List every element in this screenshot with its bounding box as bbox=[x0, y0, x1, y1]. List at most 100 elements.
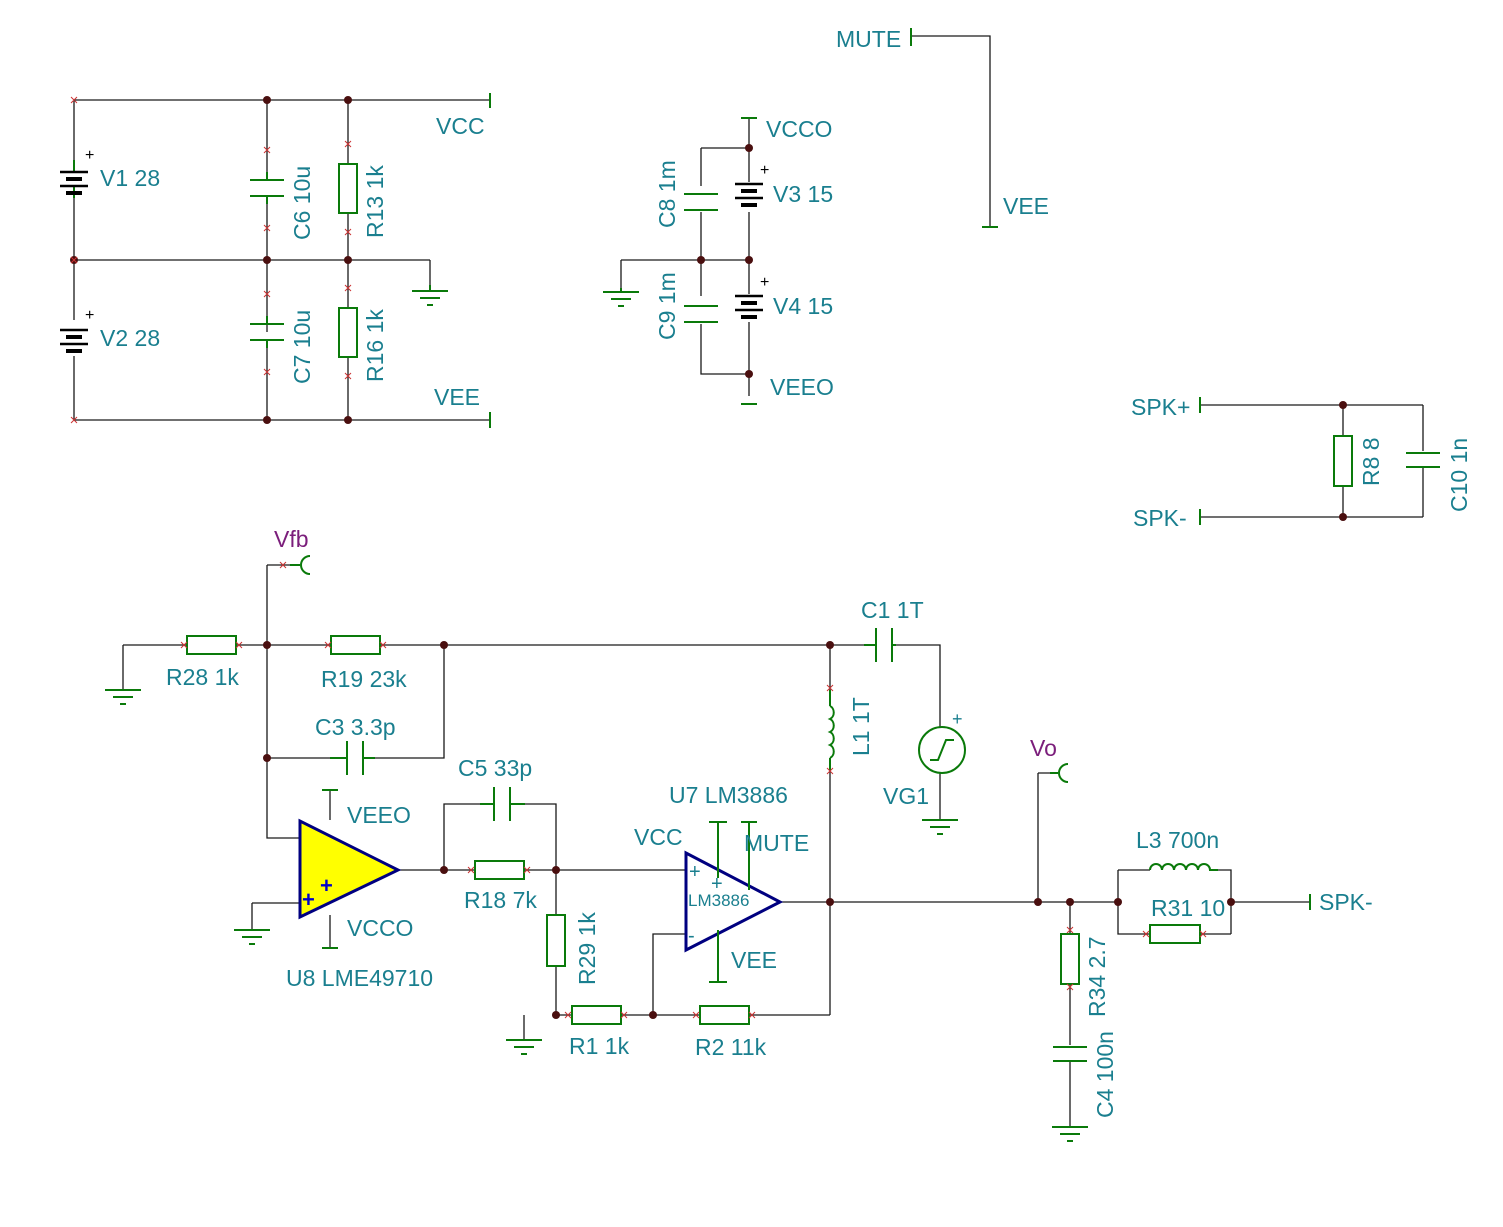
battery-v2[interactable] bbox=[60, 328, 88, 353]
veeo-terminal-label: VEEO bbox=[770, 374, 834, 400]
signal-generator-vg1[interactable] bbox=[918, 726, 966, 774]
r28-label: R28 1k bbox=[166, 664, 239, 690]
speaker-load-block: R8 8 C10 1n SPK+ SPK- bbox=[1131, 394, 1472, 531]
v3-plus-sign: + bbox=[760, 162, 769, 179]
resistor-r18[interactable] bbox=[474, 860, 525, 880]
u7-mute-label: MUTE bbox=[744, 830, 809, 856]
opamp-u7[interactable] bbox=[684, 821, 784, 983]
r13-label: R13 1k bbox=[362, 165, 388, 238]
pin-markers bbox=[70, 96, 1207, 1019]
c5-label: C5 33p bbox=[458, 755, 532, 781]
vg1-label: VG1 bbox=[883, 783, 929, 809]
battery-v3[interactable] bbox=[735, 182, 763, 207]
r18-label: R18 7k bbox=[464, 887, 537, 913]
battery-v4[interactable] bbox=[735, 294, 763, 319]
u7-plus-sign-2: + bbox=[711, 873, 723, 895]
ground-symbol-r1 bbox=[506, 1039, 542, 1055]
main-amplifier-block: R28 1k R19 23k C3 3.3p C5 33p Vfb + + VE… bbox=[105, 526, 1373, 1142]
r29-label: R29 1k bbox=[574, 912, 600, 985]
v4-plus-sign: + bbox=[760, 274, 769, 291]
opamp-u8[interactable] bbox=[298, 789, 402, 949]
vcc-terminal-label: VCC bbox=[436, 113, 485, 139]
r34-label: R34 2.7 bbox=[1084, 936, 1110, 1017]
inductor-l1[interactable] bbox=[827, 690, 835, 770]
vo-label: Vo bbox=[1030, 735, 1057, 761]
vo-probe-icon bbox=[1050, 763, 1069, 783]
c7-label: C7 10u bbox=[289, 310, 315, 384]
ground-symbol-c4 bbox=[1052, 1126, 1088, 1142]
resistor-r1[interactable] bbox=[571, 1005, 622, 1025]
vee-terminal-label: VEE bbox=[434, 384, 480, 410]
vg1-plus-sign: + bbox=[952, 709, 963, 729]
c6-label: C6 10u bbox=[289, 166, 315, 240]
v2-label: V2 28 bbox=[100, 325, 160, 351]
ground-symbol-vg1 bbox=[922, 819, 958, 835]
spk-minus-label: SPK- bbox=[1133, 505, 1187, 531]
resistor-r29[interactable] bbox=[546, 914, 566, 967]
capacitor-c6[interactable] bbox=[250, 172, 284, 204]
v1-plus-sign: + bbox=[85, 147, 94, 164]
v4-label: V4 15 bbox=[773, 293, 833, 319]
resistor-r13[interactable] bbox=[338, 163, 358, 214]
u7-vcc-label: VCC bbox=[634, 824, 683, 850]
mute-tie-block: MUTE VEE bbox=[836, 26, 1049, 228]
vcco-terminal-label: VCCO bbox=[766, 116, 832, 142]
resistor-r8[interactable] bbox=[1333, 435, 1353, 487]
c9-label: C9 1m bbox=[654, 272, 680, 340]
u7-label: U7 LM3886 bbox=[669, 782, 788, 808]
v2-plus-sign: + bbox=[85, 307, 94, 324]
resistor-r16[interactable] bbox=[338, 307, 358, 358]
ground-symbol-u8 bbox=[234, 929, 270, 945]
c10-label: C10 1n bbox=[1446, 438, 1472, 512]
resistor-r34[interactable] bbox=[1060, 933, 1080, 985]
r16-label: R16 1k bbox=[362, 309, 388, 382]
r31-label: R31 10 bbox=[1151, 895, 1225, 921]
u8-plus-sign-2: + bbox=[302, 887, 315, 912]
capacitor-c3[interactable] bbox=[330, 741, 375, 775]
u8-label: U8 LME49710 bbox=[286, 965, 433, 991]
vfb-label: Vfb bbox=[274, 526, 309, 552]
resistor-r31[interactable] bbox=[1149, 924, 1201, 944]
ground-symbol-r28 bbox=[105, 689, 141, 705]
r2-label: R2 11k bbox=[695, 1034, 767, 1060]
mute-terminal-label: MUTE bbox=[836, 26, 901, 52]
capacitor-c7[interactable] bbox=[250, 316, 284, 348]
ground-symbol-opamp-supply bbox=[603, 288, 639, 307]
u7-inner-label: LM3886 bbox=[688, 891, 749, 910]
capacitor-c8[interactable] bbox=[684, 193, 718, 211]
inductor-l3[interactable] bbox=[1149, 863, 1218, 871]
c1-label: C1 1T bbox=[861, 597, 924, 623]
u8-vcco-label: VCCO bbox=[347, 915, 413, 941]
r1-label: R1 1k bbox=[569, 1033, 630, 1059]
v1-label: V1 28 bbox=[100, 165, 160, 191]
c8-label: C8 1m bbox=[654, 160, 680, 228]
spk-plus-label: SPK+ bbox=[1131, 394, 1190, 420]
resistor-r19[interactable] bbox=[330, 635, 381, 655]
c3-label: C3 3.3p bbox=[315, 714, 396, 740]
u7-plus-sign: + bbox=[689, 861, 701, 883]
vfb-probe-icon bbox=[290, 555, 311, 575]
u8-plus-sign: + bbox=[320, 873, 333, 898]
resistor-r28[interactable] bbox=[186, 635, 237, 655]
u8-veeo-label: VEEO bbox=[347, 802, 411, 828]
capacitor-c4[interactable] bbox=[1053, 1046, 1087, 1062]
ground-symbol-supply bbox=[412, 285, 448, 306]
l3-label: L3 700n bbox=[1136, 827, 1219, 853]
r19-label: R19 23k bbox=[321, 666, 407, 692]
battery-v1[interactable] bbox=[60, 160, 88, 198]
v3-label: V3 15 bbox=[773, 181, 833, 207]
vee-mute-label: VEE bbox=[1003, 193, 1049, 219]
resistor-r2[interactable] bbox=[699, 1005, 750, 1025]
l1-label: L1 1T bbox=[848, 697, 874, 756]
r8-label: R8 8 bbox=[1358, 437, 1384, 486]
capacitor-c10[interactable] bbox=[1406, 452, 1440, 468]
capacitor-c1[interactable] bbox=[864, 628, 896, 662]
capacitor-c9[interactable] bbox=[684, 305, 718, 323]
opamp-supply-block: C8 1m C9 1m + V3 15 + V4 15 VCCO VEEO bbox=[603, 116, 834, 405]
spk-minus-output-label: SPK- bbox=[1319, 889, 1373, 915]
c4-label: C4 100n bbox=[1092, 1031, 1118, 1118]
capacitor-c5[interactable] bbox=[480, 787, 525, 821]
u7-minus-sign: - bbox=[688, 925, 695, 947]
u7-vee-label: VEE bbox=[731, 947, 777, 973]
